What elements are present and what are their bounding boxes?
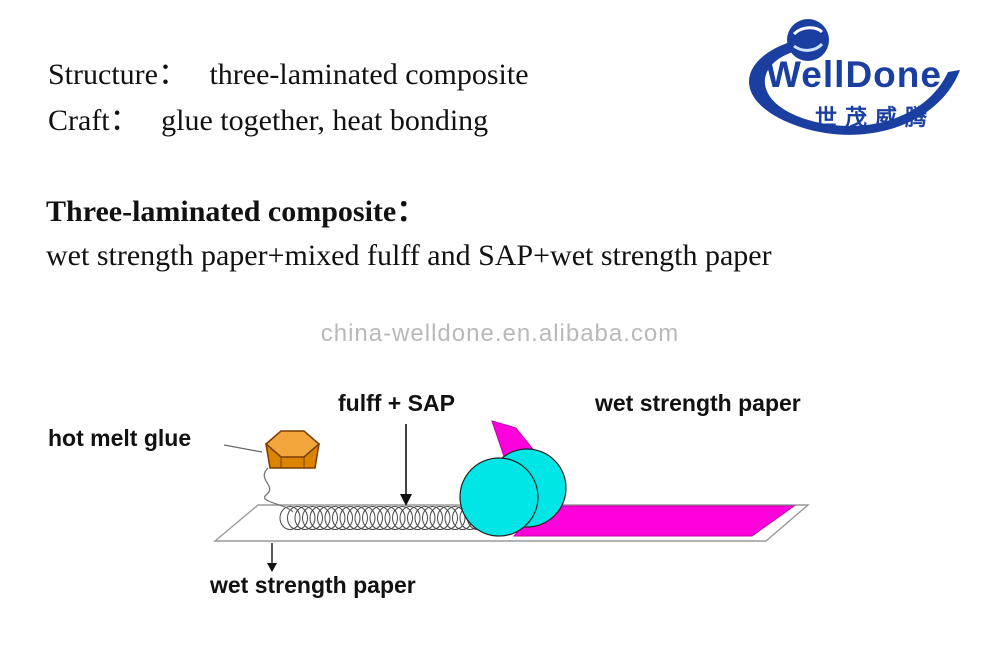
structure-value: three-laminated composite [209,58,529,91]
logo-swoosh-icon [748,19,960,135]
bottom-paper-arrow-head [267,563,277,572]
glue-label-pointer [223,444,263,453]
roller-front [459,457,539,537]
wet-strength-paper-top-label: wet strength paper [595,390,801,416]
craft-line: Craft： glue together, heat bonding [48,98,529,144]
glue-stream [263,467,294,513]
composite-heading: Three-laminated composite： [46,195,427,228]
logo-wordmark: WellDone [766,54,942,95]
hot-melt-glue-label: hot melt glue [48,425,192,451]
composite-description: wet strength paper+mixed fulff and SAP+w… [46,239,772,272]
wet-strength-paper-bottom-label: wet strength paper [210,572,416,598]
logo-globe-detail2 [793,42,824,52]
composite-section: Three-laminated composite： wet strength … [46,190,772,278]
structure-line: Structure： three-laminated composite [48,52,529,98]
watermark-text: china-welldone.en.alibaba.com [320,320,680,347]
logo-globe-detail [792,26,824,36]
craft-label: Craft： [48,104,140,137]
fluff-sap-label: fulff + SAP [338,390,455,416]
welldone-logo: WellDone 世茂威腾 [730,14,980,149]
intro-text: Structure： three-laminated composite Cra… [48,52,529,144]
craft-value: glue together, heat bonding [161,104,489,137]
logo-chinese-name: 世茂威腾 [814,105,935,130]
logo-swoosh-shape [748,42,960,135]
structure-label: Structure： [48,58,188,91]
fluff-arrow-head [400,494,412,506]
